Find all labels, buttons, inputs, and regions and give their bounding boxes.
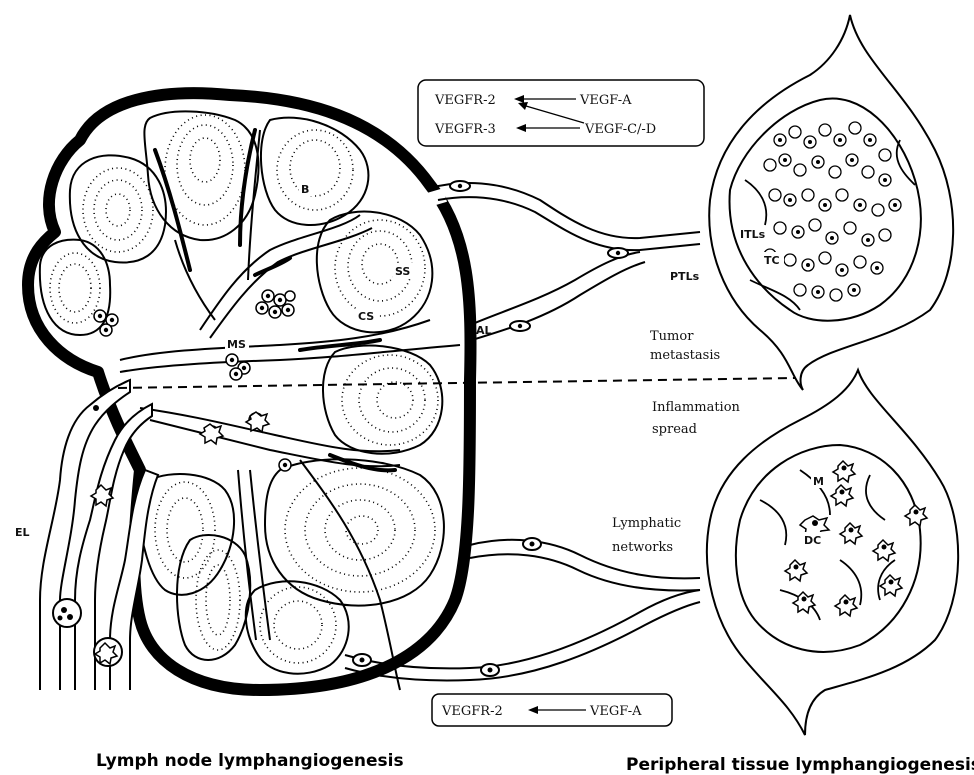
label-al: AL bbox=[476, 324, 492, 337]
label-el: EL bbox=[15, 526, 30, 539]
top-ligand-2: VEGF-C/-D bbox=[584, 122, 656, 137]
tumor-label-line2: metastasis bbox=[650, 348, 720, 363]
efferent-lymphatics bbox=[40, 380, 158, 690]
label-b: B bbox=[301, 183, 309, 196]
lymphatic-label-line1: Lymphatic bbox=[612, 516, 681, 531]
bottom-receptor: VEGFR-2 bbox=[441, 704, 503, 719]
top-ligand-1: VEGF-A bbox=[579, 93, 632, 108]
label-m: M bbox=[813, 475, 824, 488]
inflamed-tissue bbox=[707, 370, 958, 735]
bottom-signaling-box: VEGFR-2 VEGF-A bbox=[432, 694, 672, 726]
top-receptor-1: VEGFR-2 bbox=[434, 93, 496, 108]
tumor-label-line1: Tumor bbox=[650, 329, 694, 344]
tumor-tissue bbox=[709, 15, 953, 390]
caption-peripheral-tissue: Peripheral tissue lymphangiogenesis bbox=[626, 755, 974, 775]
top-signaling-box: VEGFR-2 VEGF-A VEGFR-3 VEGF-C/-D bbox=[418, 80, 704, 146]
label-ss: SS bbox=[395, 265, 410, 278]
top-receptor-2: VEGFR-3 bbox=[434, 122, 496, 137]
label-dc: DC bbox=[804, 534, 821, 547]
inflammation-label-line2: spread bbox=[652, 422, 697, 437]
bottom-ligand: VEGF-A bbox=[589, 704, 642, 719]
label-cs: CS bbox=[358, 310, 374, 323]
label-itls: ITLs bbox=[740, 228, 766, 241]
label-ptls: PTLs bbox=[670, 270, 700, 283]
lymphatic-label-line2: networks bbox=[612, 540, 673, 555]
label-ms: MS bbox=[227, 338, 246, 351]
label-tc: TC bbox=[764, 254, 780, 267]
caption-lymph-node: Lymph node lymphangiogenesis bbox=[96, 751, 404, 771]
inflammation-label-line1: Inflammation bbox=[652, 400, 741, 415]
